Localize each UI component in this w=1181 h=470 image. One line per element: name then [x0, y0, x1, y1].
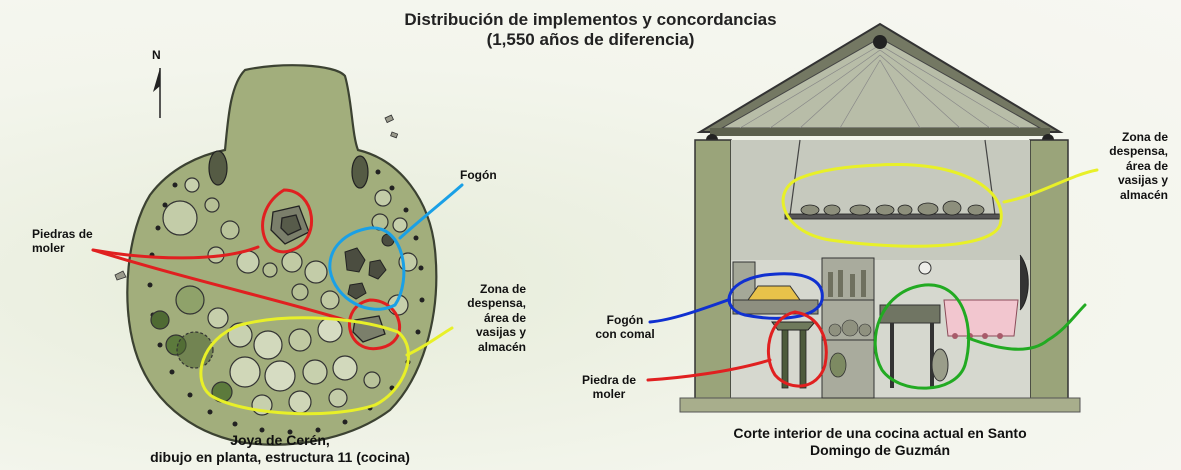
- roof-beam: [710, 128, 1050, 136]
- plan-view-structure: [114, 64, 438, 446]
- zona-left-line-3: área de: [483, 310, 526, 325]
- caption-left-line-1: Joya de Cerén,: [230, 432, 330, 448]
- label-fogon-left: Fogón: [460, 168, 497, 182]
- caption-left: Joya de Cerén, dibujo en planta, estruct…: [110, 432, 450, 466]
- label-zona-left: Zona de despensa, área de vasijas y alma…: [452, 282, 526, 354]
- wall-right: [1029, 139, 1069, 403]
- zona-right-line-3: área de: [1125, 158, 1168, 173]
- kitchen-highlights: [646, 162, 1099, 390]
- wall-left: [694, 139, 732, 403]
- label-zona-right: Zona de despensa, área de vasijas y alma…: [1098, 130, 1168, 202]
- label-piedra-de-moler: Piedra de moler: [570, 373, 648, 402]
- zona-right-line-1: Zona de: [1121, 130, 1168, 144]
- label-piedras-de-moler: Piedras de moler: [32, 227, 93, 256]
- diagram-title: Distribución de implementos y concordanc…: [0, 10, 1181, 51]
- title-line-1: Distribución de implementos y concordanc…: [404, 10, 777, 29]
- caption-right-line-1: Corte interior de una cocina actual en S…: [733, 425, 1027, 441]
- table-with-cloth: [879, 299, 1019, 388]
- north-arrowhead-icon: [153, 68, 160, 92]
- comal: [747, 285, 801, 301]
- piedra-right-line-2: moler: [592, 387, 626, 402]
- hearth-stones: [344, 233, 395, 300]
- zona-right-line-4: vasijas y: [1117, 173, 1168, 188]
- post-right: [351, 155, 369, 189]
- title-line-2: (1,550 años de diferencia): [486, 30, 695, 50]
- plan-highlights: [91, 183, 464, 416]
- zona-right-line-5: almacén: [1119, 187, 1168, 202]
- zona-left-line-4: vasijas y: [475, 325, 526, 340]
- piedra-right-line-1: Piedra de: [581, 373, 637, 387]
- debris: [114, 114, 399, 281]
- zona-left-line-1: Zona de: [479, 282, 526, 296]
- zona-right-line-2: despensa,: [1109, 144, 1168, 159]
- zona-left-line-2: despensa,: [467, 296, 526, 311]
- caption-right: Corte interior de una cocina actual en S…: [715, 425, 1045, 459]
- label-piedras-line-1: Piedras de: [32, 227, 93, 241]
- zona-left-line-5: almacén: [477, 339, 526, 354]
- roof-inner: [720, 37, 1042, 129]
- label-piedras-line-2: moler: [32, 241, 65, 256]
- post-left: [208, 150, 228, 186]
- caption-right-line-2: Domingo de Guzmán: [810, 441, 950, 458]
- north-label: N: [152, 48, 161, 62]
- kitchen-section: [679, 22, 1081, 413]
- ridge-beam: [873, 35, 887, 49]
- label-fogon-con-comal: Fogón con comal: [585, 313, 665, 342]
- hanging-shelf: [784, 139, 1001, 220]
- floor: [679, 397, 1081, 413]
- cupboard: [821, 257, 875, 399]
- fogon-right-line-1: Fogón: [606, 313, 644, 327]
- roof-thatch: [739, 44, 1021, 129]
- caption-left-line-2: dibujo en planta, estructura 11 (cocina): [150, 448, 410, 465]
- fogon-right-line-2: con comal: [595, 327, 655, 342]
